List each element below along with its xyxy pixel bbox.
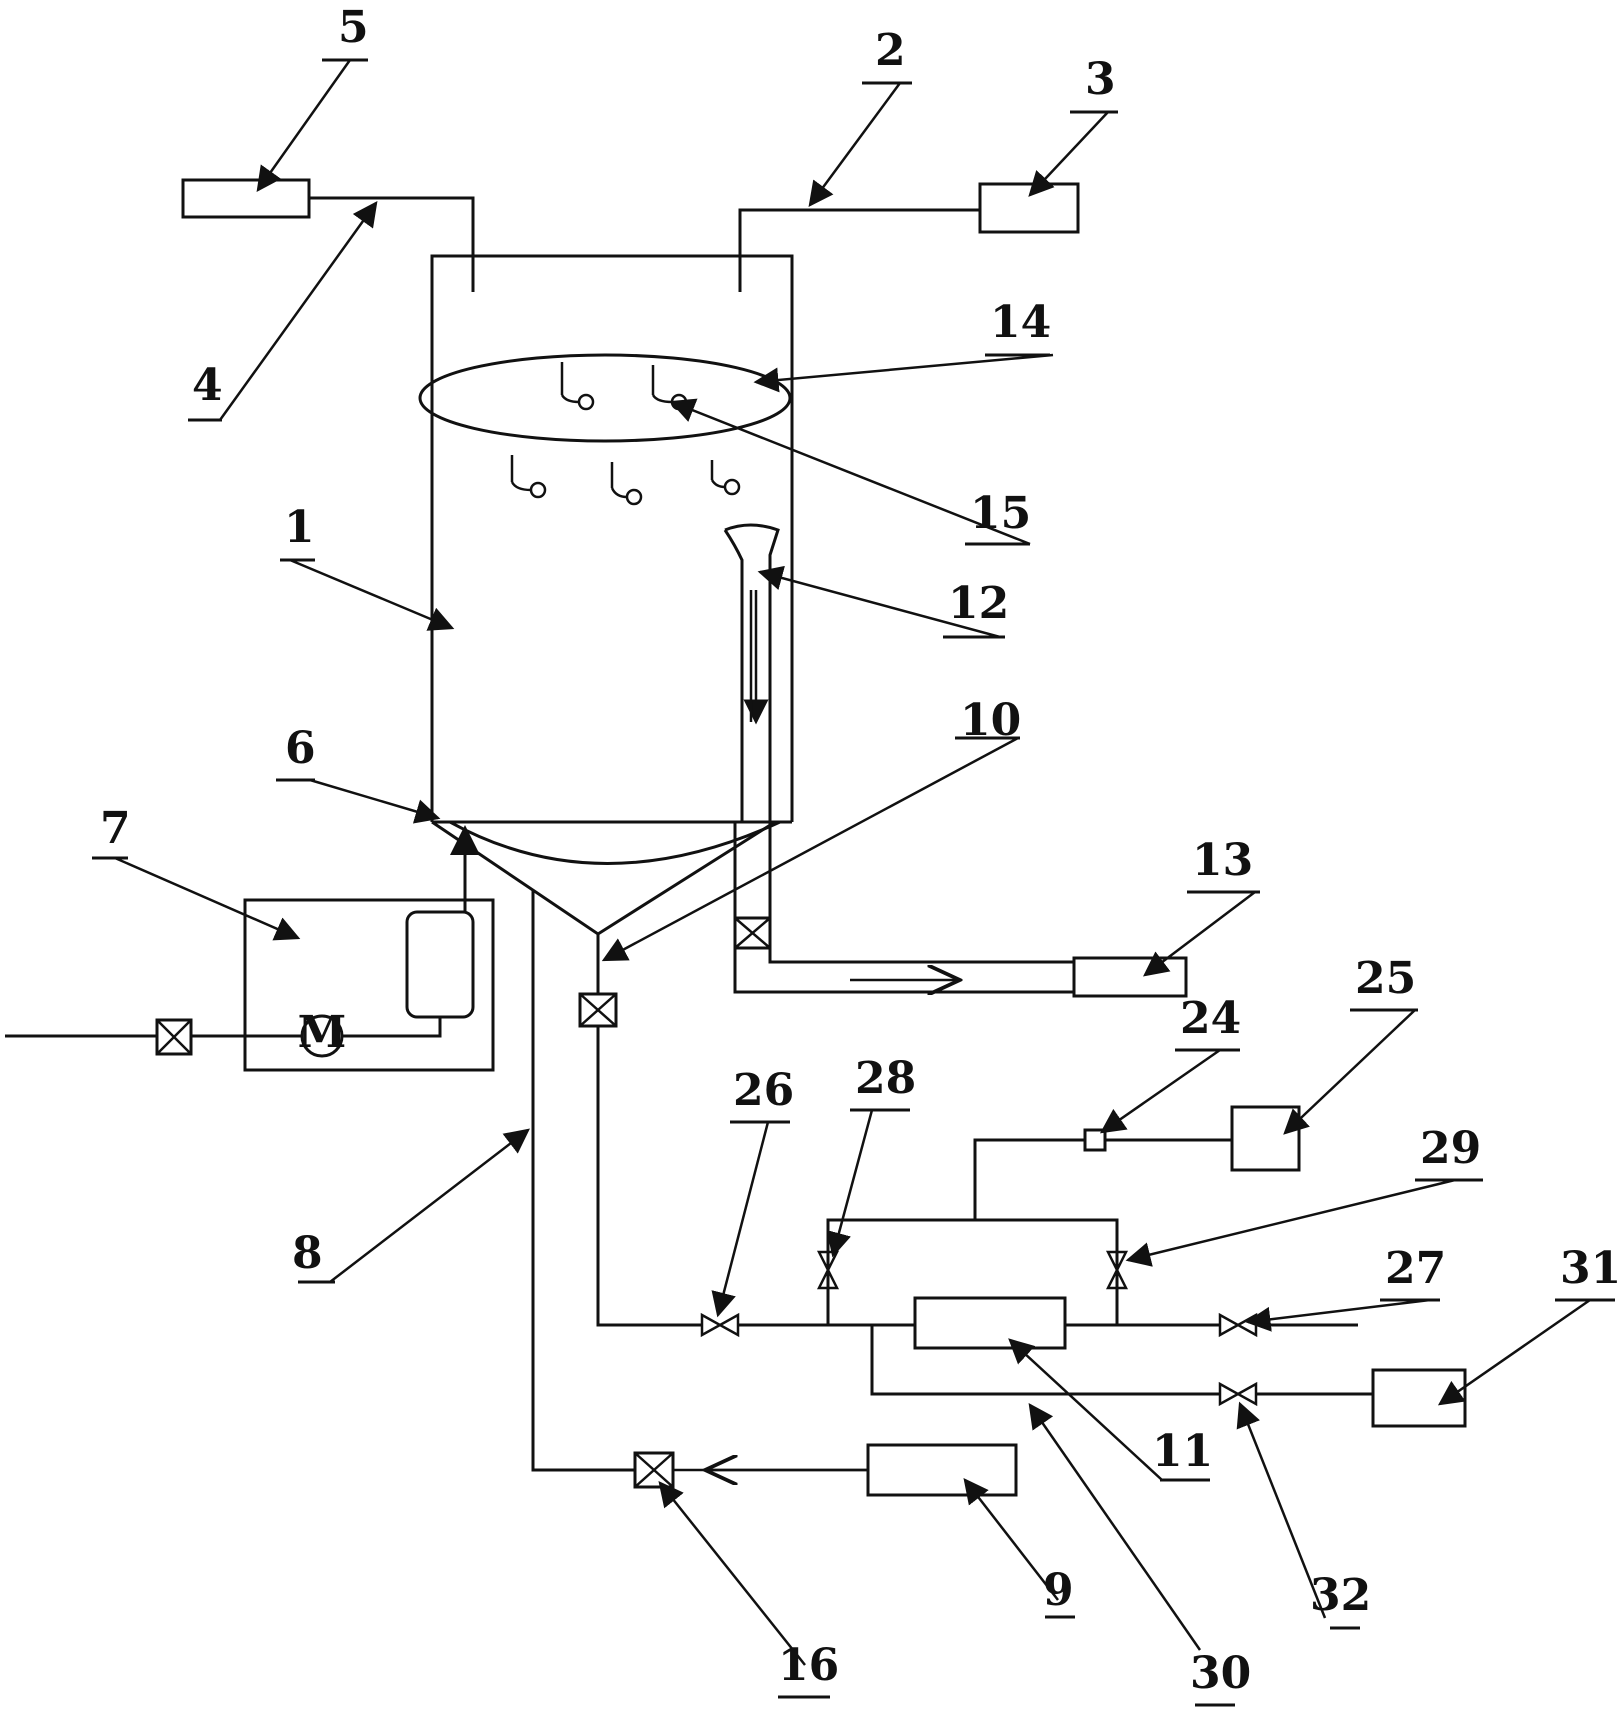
outlet-pipe-13	[733, 822, 1074, 992]
label-29: 29	[1415, 1123, 1483, 1182]
pipe-8	[531, 890, 868, 1489]
label-27: 27	[1380, 1243, 1446, 1302]
unit-11-box	[913, 1296, 1067, 1350]
label-30: 30	[1190, 1648, 1251, 1707]
valve-26	[700, 1312, 740, 1338]
label-13: 13	[1187, 835, 1260, 894]
downcomer-pipe	[723, 523, 780, 822]
svg-text:31: 31	[1560, 1243, 1621, 1294]
line-10	[578, 934, 702, 1327]
svg-text:14: 14	[990, 297, 1051, 348]
bypass-line	[816, 1128, 1232, 1325]
spray-ring	[418, 353, 792, 506]
svg-text:15: 15	[970, 488, 1031, 539]
label-28: 28	[850, 1053, 916, 1112]
label-15: 15	[965, 488, 1031, 546]
label-10: 10	[955, 695, 1021, 746]
svg-text:29: 29	[1420, 1123, 1481, 1174]
unit-25-box	[1230, 1105, 1301, 1172]
label-26: 26	[730, 1065, 794, 1124]
svg-text:27: 27	[1385, 1243, 1446, 1294]
svg-text:1: 1	[284, 502, 315, 553]
svg-text:4: 4	[192, 360, 223, 411]
svg-text:6: 6	[285, 723, 316, 774]
line-30	[870, 1325, 1373, 1407]
svg-text:8: 8	[292, 1228, 323, 1279]
label-2: 2	[862, 25, 912, 85]
unit-3-box	[978, 182, 1080, 234]
svg-text:12: 12	[948, 578, 1009, 629]
top-pipes	[309, 196, 980, 292]
unit-7	[5, 825, 495, 1072]
label-11: 11	[1152, 1426, 1213, 1482]
svg-text:32: 32	[1310, 1570, 1371, 1621]
label-31: 31	[1555, 1243, 1621, 1302]
svg-text:26: 26	[733, 1065, 794, 1116]
svg-text:25: 25	[1355, 953, 1416, 1004]
label-9: 9	[1043, 1565, 1075, 1619]
leader-lines	[114, 59, 1591, 1666]
svg-text:30: 30	[1190, 1648, 1251, 1699]
svg-text:24: 24	[1180, 993, 1241, 1044]
svg-text:2: 2	[875, 25, 906, 76]
label-25: 25	[1350, 953, 1418, 1012]
svg-text:11: 11	[1152, 1426, 1213, 1477]
label-14: 14	[985, 297, 1051, 357]
label-32: 32	[1310, 1570, 1371, 1630]
svg-text:9: 9	[1043, 1565, 1074, 1616]
unit-9-box	[866, 1443, 1018, 1497]
label-7: 7	[92, 803, 131, 860]
label-8: 8	[292, 1228, 335, 1284]
svg-text:7: 7	[100, 803, 131, 854]
label-5: 5	[322, 2, 369, 62]
label-4: 4	[188, 360, 223, 422]
unit-5-box	[181, 178, 311, 219]
svg-text:28: 28	[855, 1053, 916, 1104]
label-6: 6	[276, 723, 316, 782]
svg-text:3: 3	[1085, 54, 1116, 105]
label-12: 12	[943, 578, 1009, 639]
motor-symbol: M	[298, 1007, 347, 1058]
unit-31-box	[1371, 1368, 1467, 1428]
svg-text:13: 13	[1192, 835, 1253, 886]
unit-13-box	[1072, 956, 1188, 998]
label-16: 16	[778, 1640, 839, 1699]
main-tower	[430, 254, 794, 936]
svg-text:5: 5	[338, 2, 369, 53]
svg-text:16: 16	[778, 1640, 839, 1691]
label-3: 3	[1070, 54, 1118, 114]
label-1: 1	[280, 502, 315, 562]
label-24: 24	[1175, 993, 1241, 1052]
